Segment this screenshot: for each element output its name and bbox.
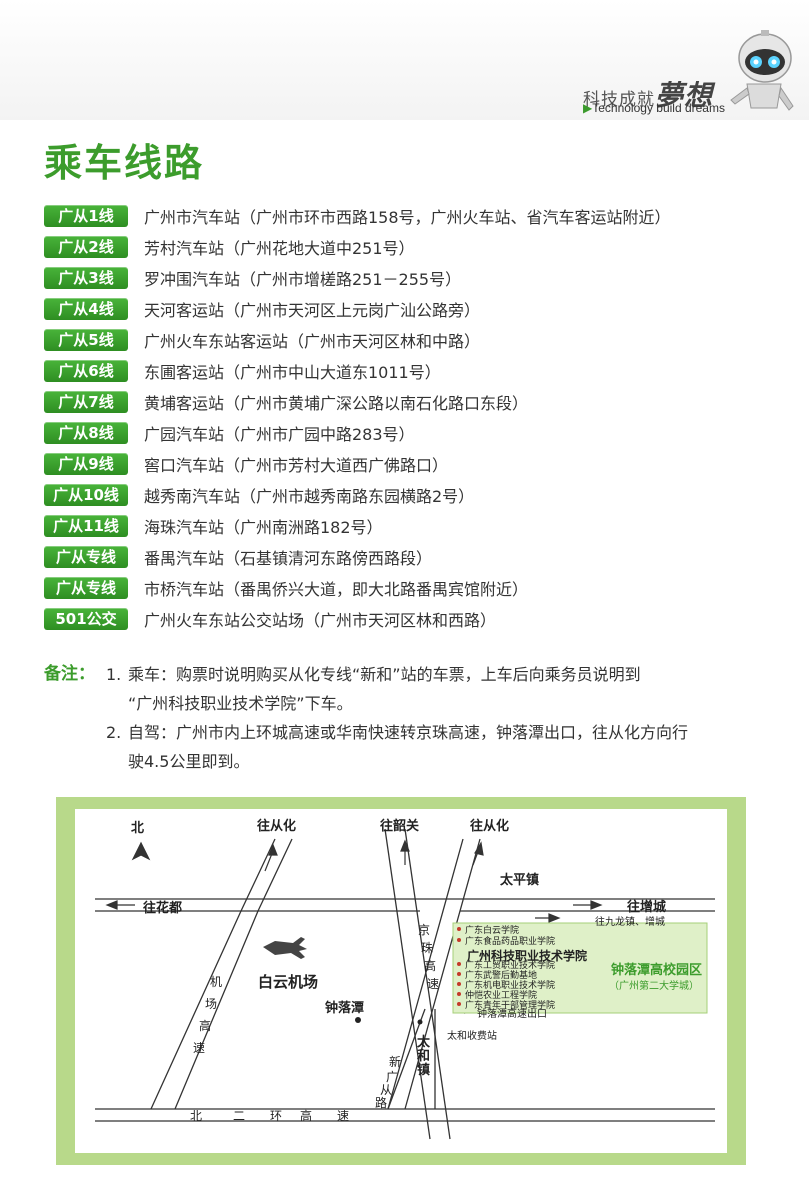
baiyun-airport: 白云机场 [258,973,319,991]
college-6: 仲恺农业工程学院 [465,991,538,1001]
xinguang-3: 从 [380,1083,393,1097]
route-row: 广从1线广州市汽车站（广州市环市西路158号，广州火车站、省汽车客运站附近） [44,200,804,231]
route-tag: 广从11线 [44,514,128,537]
route-row: 广从9线窖口汽车站（广州市芳村大道西广佛路口） [44,448,804,479]
map-frame: 北 往从化 往韶关 往从化 太平镇 往花都 往增城 往九龙镇、增城 京 珠 高 … [56,797,746,1165]
airport-exp-1: 机 [210,975,223,989]
route-tag: 广从4线 [44,297,128,320]
college-7: 广东青年干部管理学院 [465,1001,556,1011]
route-row: 广从3线罗冲围汽车站（广州市增槎路251－255号） [44,262,804,293]
route-tag: 广从专线 [44,545,128,568]
route-tag: 广从7线 [44,390,128,413]
route-desc: 广园汽车站（广州市广园中路283号） [144,424,415,444]
college-2: 广东食品药品职业学院 [465,937,556,947]
airport-exp-2: 场 [205,997,218,1011]
logo-en: ▶Technology build dreams [583,101,725,115]
route-tag: 501公交 [44,607,128,630]
route-row: 501公交广州火车东站公交站场（广州市天河区林和西路） [44,603,804,634]
route-desc: 东圃客运站（广州市中山大道东1011号） [144,362,441,382]
note-item: 2. 自驾：广州市内上环城高速或华南快速转京珠高速，钟落潭出口，往从化方向行 驶… [106,723,689,771]
jingzhu-label-3: 高 [424,959,437,973]
xinguang-4: 路 [375,1096,388,1110]
to-conghua-2: 往从化 [470,819,510,834]
route-desc: 黄埔客运站（广州市黄埔广深公路以南石化路口东段） [144,393,529,413]
route-desc: 广州火车东站公交站场（广州市天河区林和西路） [144,610,497,630]
notes-label: 备注： [44,664,95,684]
xinguang-2: 广 [386,1070,399,1084]
college-3: 广东工贸职业技术学院 [465,961,556,971]
route-row: 广从4线天河客运站（广州市天河区上元岗广汕公路旁） [44,293,804,324]
college-1: 广东白云学院 [465,926,520,936]
logo-cn: 科技成就夢想 [583,79,714,112]
route-row: 广从10线越秀南汽车站（广州市越秀南路东园横路2号） [44,479,804,510]
route-tag: 广从3线 [44,266,128,289]
route-desc: 窖口汽车站（广州市芳村大道西广佛路口） [144,455,449,475]
route-list: 广从1线广州市汽车站（广州市环市西路158号，广州火车站、省汽车客运站附近）广从… [44,200,804,634]
route-row: 广从11线海珠汽车站（广州南洲路182号） [44,510,804,541]
route-row: 广从7线黄埔客运站（广州市黄埔广深公路以南石化路口东段） [44,386,804,417]
note-item: 1. 乘车：购票时说明购买从化专线“新和”站的车票，上车后向乘务员说明到 “广州… [106,665,641,713]
taiping-town: 太平镇 [500,873,540,888]
route-row: 广从专线番禺汽车站（石基镇清河东路傍西路段） [44,541,804,572]
route-tag: 广从8线 [44,421,128,444]
route-row: 广从专线市桥汽车站（番禺侨兴大道，即大北路番禺宾馆附近） [44,572,804,603]
zlt-exit: 钟落潭高速出口 [477,1009,547,1020]
ring-1: 北 [190,1109,203,1123]
route-desc: 广州市汽车站（广州市环市西路158号，广州火车站、省汽车客运站附近） [144,207,671,227]
campus-sub: （广州第二大学城） [609,981,699,992]
route-row: 广从2线芳村汽车站（广州花地大道中251号） [44,231,804,262]
zhongluotan: 钟落潭 [325,1001,365,1016]
jingzhu-label-1: 京 [418,923,431,937]
route-row: 广从6线东圃客运站（广州市中山大道东1011号） [44,355,804,386]
to-jiulong: 往九龙镇、增城 [595,917,665,928]
route-map: 北 往从化 往韶关 往从化 太平镇 往花都 往增城 往九龙镇、增城 京 珠 高 … [75,809,727,1153]
ring-2: 二 [233,1109,246,1123]
to-huadu: 往花都 [143,901,183,916]
ring-4: 高 [300,1109,313,1123]
robot-icon [730,30,794,111]
route-desc: 越秀南汽车站（广州市越秀南路东园横路2号） [144,486,475,506]
header-band [0,0,809,120]
airport-exp-3: 高 [199,1019,212,1033]
map-roads [95,828,715,1140]
route-row: 广从5线广州火车东站客运站（广州市天河区林和中路） [44,324,804,355]
airplane-icon [263,937,307,959]
xinguang-1: 新 [389,1055,402,1069]
taihe-town-2: 和 [417,1049,431,1064]
college-4: 广东武警后勤基地 [465,971,538,981]
north-label: 北 [131,821,145,836]
taihe-town-3: 镇 [417,1063,431,1078]
route-desc: 海珠汽车站（广州南洲路182号） [144,517,383,537]
taihe-town-1: 太 [417,1035,431,1050]
route-tag: 广从6线 [44,359,128,382]
route-tag: 广从1线 [44,204,128,227]
page-title: 乘车线路 [44,141,205,185]
college-main: 广州科技职业技术学院 [467,949,588,963]
college-5: 广东机电职业技术学院 [465,981,556,991]
route-desc: 天河客运站（广州市天河区上元岗广汕公路旁） [144,300,481,320]
ring-3: 环 [270,1109,283,1123]
route-tag: 广从专线 [44,576,128,599]
route-desc: 罗冲围汽车站（广州市增槎路251－255号） [144,269,462,289]
notes: 备注： 1. 乘车：购票时说明购买从化专线“新和”站的车票，上车后向乘务员说明到… [44,660,764,776]
airport-exp-4: 速 [193,1041,206,1055]
ring-5: 速 [337,1109,350,1123]
route-tag: 广从5线 [44,328,128,351]
jingzhu-label-4: 速 [427,977,440,991]
route-desc: 市桥汽车站（番禺侨兴大道，即大北路番禺宾馆附近） [144,579,529,599]
route-tag: 广从10线 [44,483,128,506]
jingzhu-label-2: 珠 [421,941,434,955]
route-row: 广从8线广园汽车站（广州市广园中路283号） [44,417,804,448]
to-shaoguan: 往韶关 [380,819,420,834]
route-desc: 番禺汽车站（石基镇清河东路傍西路段） [144,548,433,568]
campus-name: 钟落潭高校园区 [611,963,703,978]
to-zengcheng: 往增城 [627,900,667,915]
taihe-toll: 太和收费站 [447,1031,497,1042]
to-conghua-1: 往从化 [257,819,297,834]
logo: 科技成就夢想 ▶Technology build dreams [555,22,795,122]
route-desc: 芳村汽车站（广州花地大道中251号） [144,238,415,258]
route-tag: 广从2线 [44,235,128,258]
route-desc: 广州火车东站客运站（广州市天河区林和中路） [144,331,481,351]
route-tag: 广从9线 [44,452,128,475]
